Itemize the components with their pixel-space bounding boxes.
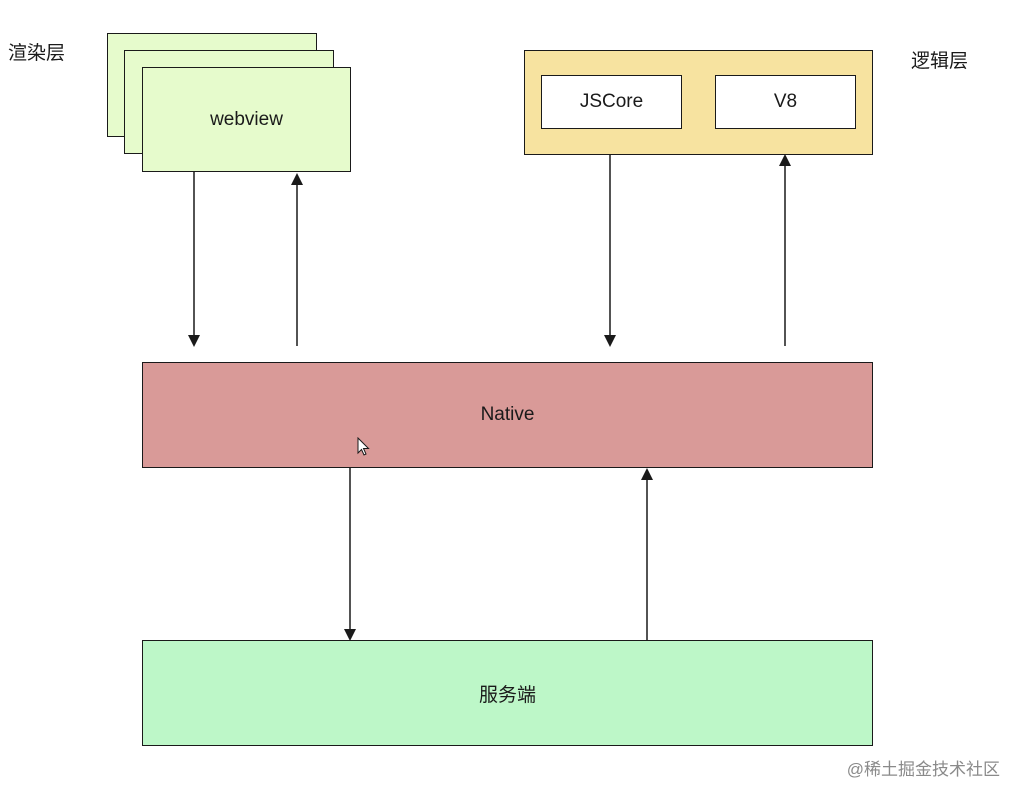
- mouse-pointer-icon: [357, 437, 370, 456]
- logic-layer-label: 逻辑层: [911, 51, 969, 72]
- jscore-engine-box: JSCore: [541, 75, 682, 129]
- native-layer-box: Native: [142, 362, 873, 468]
- server-layer-label: 服务端: [478, 684, 536, 706]
- jscore-engine-label: JSCore: [579, 91, 644, 112]
- server-layer-box: 服务端: [142, 640, 873, 746]
- native-layer-label: Native: [480, 404, 535, 425]
- v8-engine-label: V8: [773, 91, 798, 112]
- webview-page-front: webview: [142, 67, 351, 172]
- render-layer-label: 渲染层: [8, 43, 66, 64]
- watermark-text: @稀土掘金技术社区: [846, 760, 1000, 779]
- v8-engine-box: V8: [715, 75, 856, 129]
- webview-label: webview: [210, 108, 283, 130]
